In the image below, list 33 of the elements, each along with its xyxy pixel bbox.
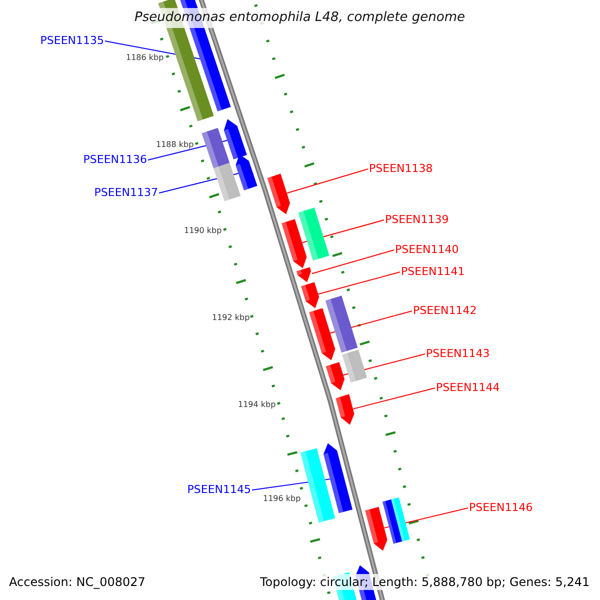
gene-bar: [282, 219, 307, 268]
gene-bar: [296, 267, 311, 282]
accession-text: Accession: NC_008027: [7, 574, 148, 590]
gene-bar: [224, 119, 247, 160]
gene-label: PSEEN1135: [40, 34, 104, 48]
gene-label: PSEEN1138: [369, 162, 433, 176]
scale-label: 1188 kbp: [156, 140, 194, 150]
gene-bar: [309, 308, 336, 360]
leader-line: [352, 388, 436, 410]
scale-label: 1190 kbp: [184, 226, 222, 236]
scale-label: 1194 kbp: [238, 400, 276, 410]
gene-bar: [336, 394, 354, 425]
leader-line: [318, 272, 400, 295]
gene-label: PSEEN1143: [426, 347, 490, 361]
gene-label: PSEEN1136: [83, 153, 147, 167]
gene-label: PSEEN1141: [401, 265, 465, 279]
gene-bar: [267, 174, 290, 214]
scale-label: 1192 kbp: [212, 313, 250, 323]
gene-label: PSEEN1142: [413, 304, 477, 318]
gene-bar: [324, 443, 352, 514]
gene-bar: [236, 154, 258, 190]
scale-label: 1186 kbp: [126, 53, 164, 63]
gene-label: PSEEN1146: [469, 501, 533, 515]
gene-bar: [365, 506, 388, 551]
leader-line: [286, 168, 368, 194]
gene-label: PSEEN1140: [395, 243, 459, 257]
gene-label: PSEEN1137: [94, 186, 158, 200]
leader-line: [311, 250, 394, 274]
gene-bar: [326, 362, 344, 390]
scale-label: 1196 kbp: [263, 494, 301, 504]
gene-label: PSEEN1144: [436, 381, 500, 395]
gene-label: PSEEN1145: [187, 483, 251, 497]
gene-label: PSEEN1139: [385, 213, 449, 227]
